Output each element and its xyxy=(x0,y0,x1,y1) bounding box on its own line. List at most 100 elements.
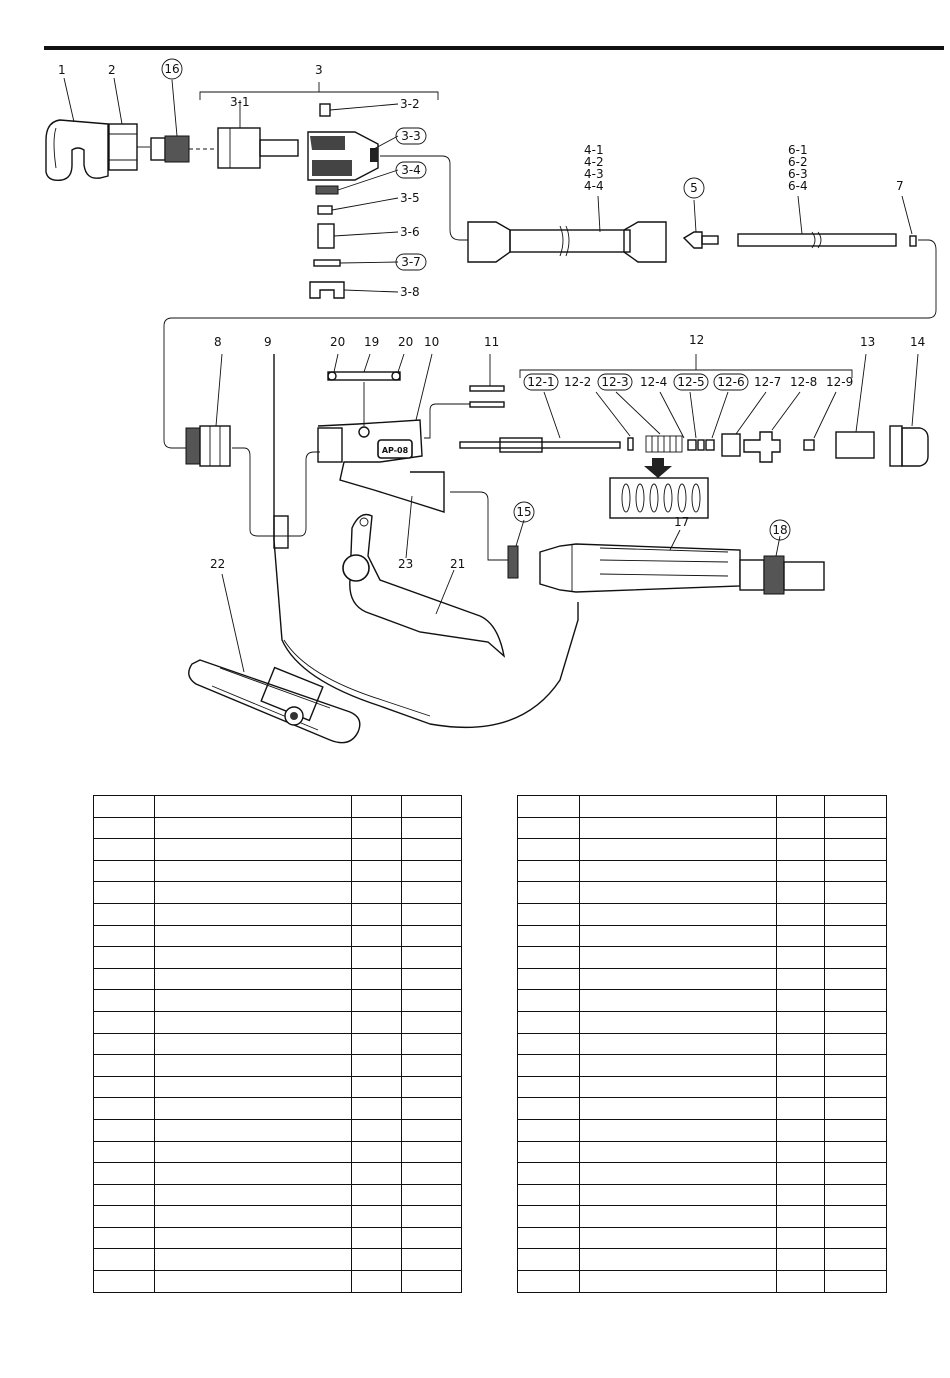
table-cell xyxy=(401,1032,462,1056)
callout-12-1: 12-1 xyxy=(527,375,554,389)
table-cell xyxy=(93,924,155,948)
callout-17: 17 xyxy=(674,515,689,529)
table-cell xyxy=(824,967,887,991)
table-cell xyxy=(579,1010,777,1034)
table-row xyxy=(517,1226,887,1250)
table-row xyxy=(517,967,887,991)
callout-3: 3 xyxy=(315,63,323,77)
table-row xyxy=(517,816,887,840)
table-cell xyxy=(351,1162,402,1185)
exploded-parts-diagram: AP-08 xyxy=(44,46,944,744)
table-cell xyxy=(824,989,887,1012)
part-4-hose xyxy=(467,195,667,263)
table-cell xyxy=(351,946,402,969)
table-cell xyxy=(154,902,352,926)
table-cell xyxy=(579,1248,777,1272)
table-cell xyxy=(401,838,462,861)
table-cell xyxy=(579,1140,777,1164)
table-row xyxy=(517,1162,887,1185)
table-cell xyxy=(154,795,352,818)
table-cell xyxy=(824,1118,887,1142)
table-cell xyxy=(776,881,825,904)
table-cell xyxy=(517,989,580,1012)
table-cell xyxy=(776,967,825,991)
assembly-path-3 xyxy=(232,447,320,537)
table-cell xyxy=(351,1248,402,1272)
callout-6-1: 6-1 xyxy=(788,143,808,157)
callout-6-2: 6-2 xyxy=(788,155,808,169)
callout-5: 5 xyxy=(690,181,698,195)
table-cell xyxy=(517,967,580,991)
callout-12-5: 12-5 xyxy=(677,375,704,389)
callout-20b: 20 xyxy=(398,335,413,349)
table-row xyxy=(517,1097,887,1120)
table-cell xyxy=(154,1032,352,1056)
part-3-8 xyxy=(309,281,345,299)
table-cell xyxy=(351,1075,402,1099)
parts-table-right-body xyxy=(517,795,887,1293)
table-cell xyxy=(776,838,825,861)
callout-7: 7 xyxy=(896,179,904,193)
callout-3-2: 3-2 xyxy=(400,97,420,111)
table-cell xyxy=(401,859,462,883)
callout-12-3: 12-3 xyxy=(601,375,628,389)
table-cell xyxy=(824,1183,887,1207)
table-cell xyxy=(154,816,352,840)
table-row xyxy=(517,1183,887,1207)
callout-12-7: 12-7 xyxy=(754,375,781,389)
callout-12: 12 xyxy=(689,333,704,347)
table-cell xyxy=(776,1183,825,1207)
table-cell xyxy=(93,795,155,818)
table-cell xyxy=(154,946,352,969)
callout-6-4: 6-4 xyxy=(788,179,808,193)
part-3-valve-body xyxy=(307,131,379,181)
table-cell xyxy=(776,1248,825,1272)
table-cell xyxy=(93,1248,155,1272)
nameplate: AP-08 xyxy=(382,446,409,455)
table-cell xyxy=(93,838,155,861)
table-cell xyxy=(351,1118,402,1142)
callout-labels: 1 2 16 3 3-1 3-2 3-3 3-4 3-5 3-6 3-7 3-8… xyxy=(58,58,925,571)
table-cell xyxy=(824,1010,887,1034)
table-cell xyxy=(824,924,887,948)
callout-4-3: 4-3 xyxy=(584,167,604,181)
part-5-fitting xyxy=(682,199,719,249)
table-cell xyxy=(776,1010,825,1034)
callout-3-3: 3-3 xyxy=(401,129,421,143)
table-cell xyxy=(517,902,580,926)
assembly-path-1 xyxy=(380,155,468,241)
table-cell xyxy=(776,795,825,818)
table-cell xyxy=(154,1010,352,1034)
table-cell xyxy=(401,1118,462,1142)
part-3-2 xyxy=(319,103,331,117)
callout-23: 23 xyxy=(398,557,413,571)
table-cell xyxy=(401,1183,462,1207)
callout-22: 22 xyxy=(210,557,225,571)
table-cell xyxy=(579,924,777,948)
table-row xyxy=(93,1140,462,1164)
table-cell xyxy=(517,1226,580,1250)
table-cell xyxy=(579,967,777,991)
table-cell xyxy=(401,1162,462,1185)
part-14-cap xyxy=(889,353,929,467)
table-row xyxy=(517,881,887,904)
table-cell xyxy=(351,1140,402,1164)
table-row xyxy=(93,924,462,948)
table-cell xyxy=(93,946,155,969)
table-cell xyxy=(824,1162,887,1185)
table-row xyxy=(93,881,462,904)
table-cell xyxy=(401,881,462,904)
table-row xyxy=(517,1032,887,1056)
table-cell xyxy=(93,816,155,840)
table-cell xyxy=(93,1183,155,1207)
table-row xyxy=(93,1118,462,1142)
callout-11: 11 xyxy=(484,335,499,349)
table-row xyxy=(93,1248,462,1272)
callout-16: 16 xyxy=(164,62,179,76)
table-cell xyxy=(776,1075,825,1099)
table-row xyxy=(93,1162,462,1185)
table-cell xyxy=(824,816,887,840)
table-cell xyxy=(517,1075,580,1099)
table-cell xyxy=(93,881,155,904)
table-cell xyxy=(776,1226,825,1250)
